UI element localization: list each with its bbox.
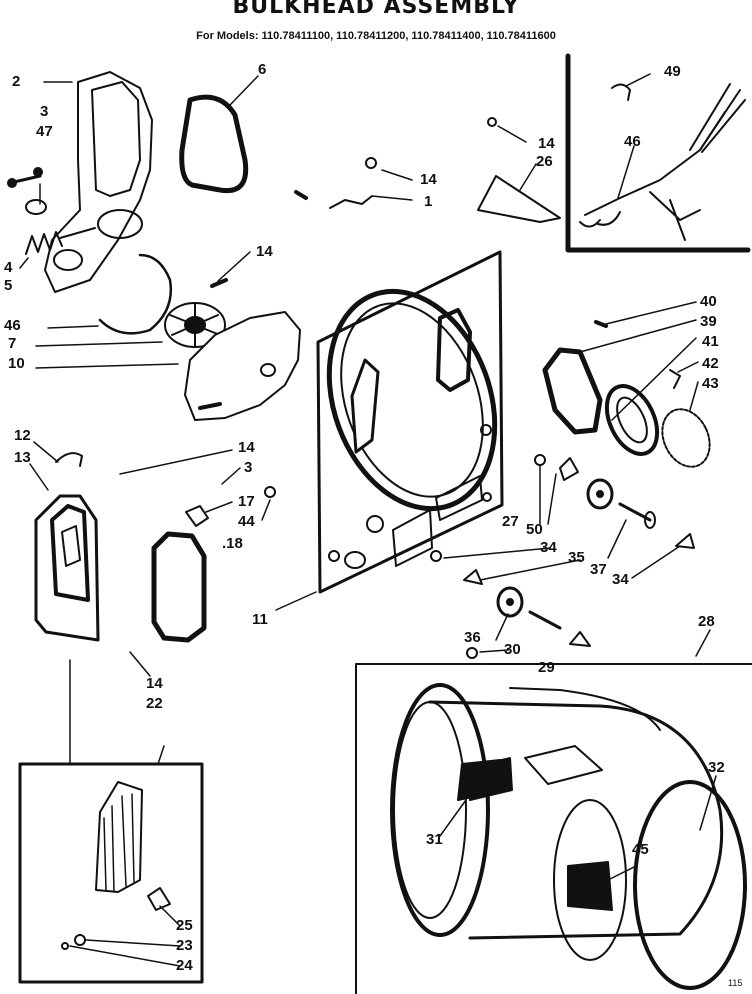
light-housing-part-41: [604, 384, 660, 456]
shaft-part-37: [618, 502, 656, 529]
callout-7: 7: [8, 335, 17, 352]
callout-37: 37: [590, 561, 607, 578]
callout-29: 29: [538, 659, 555, 676]
gasket-part-6: [179, 94, 249, 194]
nut-part-50: [430, 550, 442, 562]
callout-14: 14: [256, 243, 273, 260]
lens-part-43: [661, 408, 711, 468]
callout-5: 5: [4, 277, 13, 294]
roller-part-35: [586, 478, 614, 510]
callout-43: 43: [702, 375, 719, 392]
bracket-part-26: [477, 117, 561, 223]
callout-34: 34: [540, 539, 557, 556]
wire-part-44: [264, 486, 276, 498]
blower-wheel-part-7: [164, 302, 226, 348]
callout-41: 41: [702, 333, 719, 350]
callout-36: 36: [464, 629, 481, 646]
gasket-part-39: [542, 347, 603, 435]
clip-part-12: [55, 452, 83, 467]
roller-part-36: [496, 586, 524, 618]
screw-part-14: [294, 190, 308, 200]
filter-housing-part-13: [34, 494, 100, 642]
bracket-part-34: [463, 569, 483, 585]
callout-3: 3: [40, 103, 49, 120]
harness-inset-box: [565, 53, 751, 253]
model-list: For Models: 110.78411100, 110.78411200, …: [196, 30, 556, 42]
bracket-part-34: [559, 457, 579, 481]
callout-4: 4: [4, 259, 13, 276]
screw-part-3: [7, 174, 42, 188]
callout-42: 42: [702, 355, 719, 372]
callout-3: 3: [244, 459, 253, 476]
callout-30: 30: [504, 641, 521, 658]
callout-24: 24: [176, 957, 193, 974]
drum-inset-box: [355, 663, 752, 994]
baffle-part-45: [553, 799, 627, 961]
callout-14: 14: [146, 675, 163, 692]
screw-part-14: [210, 278, 228, 288]
callout-11: 11: [252, 611, 268, 628]
callout-26: 26: [536, 153, 553, 170]
callout-46: 46: [4, 317, 21, 334]
callout-25: 25: [176, 917, 193, 934]
screw-part-40: [594, 320, 608, 328]
callout-35: 35: [568, 549, 585, 566]
callout-49: 49: [664, 63, 681, 80]
duct-plate-part-2: [44, 71, 153, 293]
bracket-part-34: [675, 533, 695, 549]
callout-14: 14: [538, 135, 555, 152]
heater-inset-box: [18, 762, 204, 984]
lint-screen-part-18: [151, 531, 207, 643]
callout-2: 2: [12, 73, 21, 90]
diagram-title: BULKHEAD ASSEMBLY: [232, 0, 520, 19]
bracket-part-34: [569, 631, 591, 647]
seal-part-32: [633, 780, 747, 990]
callout-46: 46: [624, 133, 641, 150]
callout-27: 27: [502, 513, 519, 530]
callout-32: 32: [708, 759, 725, 776]
blower-housing-part-10: [184, 311, 301, 421]
callout-13: 13: [14, 449, 31, 466]
callout-47: 47: [36, 123, 53, 140]
page-code: 115: [728, 978, 743, 988]
callout-10: 10: [8, 355, 25, 372]
bulkhead-panel-part-11: [316, 250, 504, 594]
shaft-part-36: [528, 610, 562, 630]
callout-14: 14: [238, 439, 255, 456]
spring-part-5: [25, 231, 63, 255]
baffle-part-31: [467, 757, 513, 801]
bracket-part-17: [185, 505, 209, 527]
clip-part-47: [33, 167, 43, 177]
callout-50: 50: [526, 521, 543, 538]
clamp-part-46: [98, 253, 173, 335]
thermostat-clip-part-1: [329, 157, 377, 209]
callout-39: 39: [700, 313, 717, 330]
callout-31: 31: [426, 831, 443, 848]
callout-23: 23: [176, 937, 193, 954]
callout-40: 40: [700, 293, 717, 310]
leader-lines: [19, 73, 717, 967]
callout-17: 17: [238, 493, 255, 510]
callout-22: 22: [146, 695, 163, 712]
callout-6: 6: [258, 61, 267, 78]
callout-28: 28: [698, 613, 715, 630]
callout-12: 12: [14, 427, 31, 444]
callout-34: 34: [612, 571, 629, 588]
nut-part-27: [534, 454, 546, 466]
callout-1: 1: [424, 193, 433, 210]
drum-part-29: [390, 683, 724, 940]
callout-14: 14: [420, 171, 437, 188]
callout-45: 45: [632, 841, 649, 858]
screw-part-30: [466, 647, 478, 659]
callout-18: .18: [222, 535, 243, 552]
grommet-part-4: [25, 199, 47, 215]
clip-part-42: [669, 369, 681, 389]
callout-44: 44: [238, 513, 255, 530]
